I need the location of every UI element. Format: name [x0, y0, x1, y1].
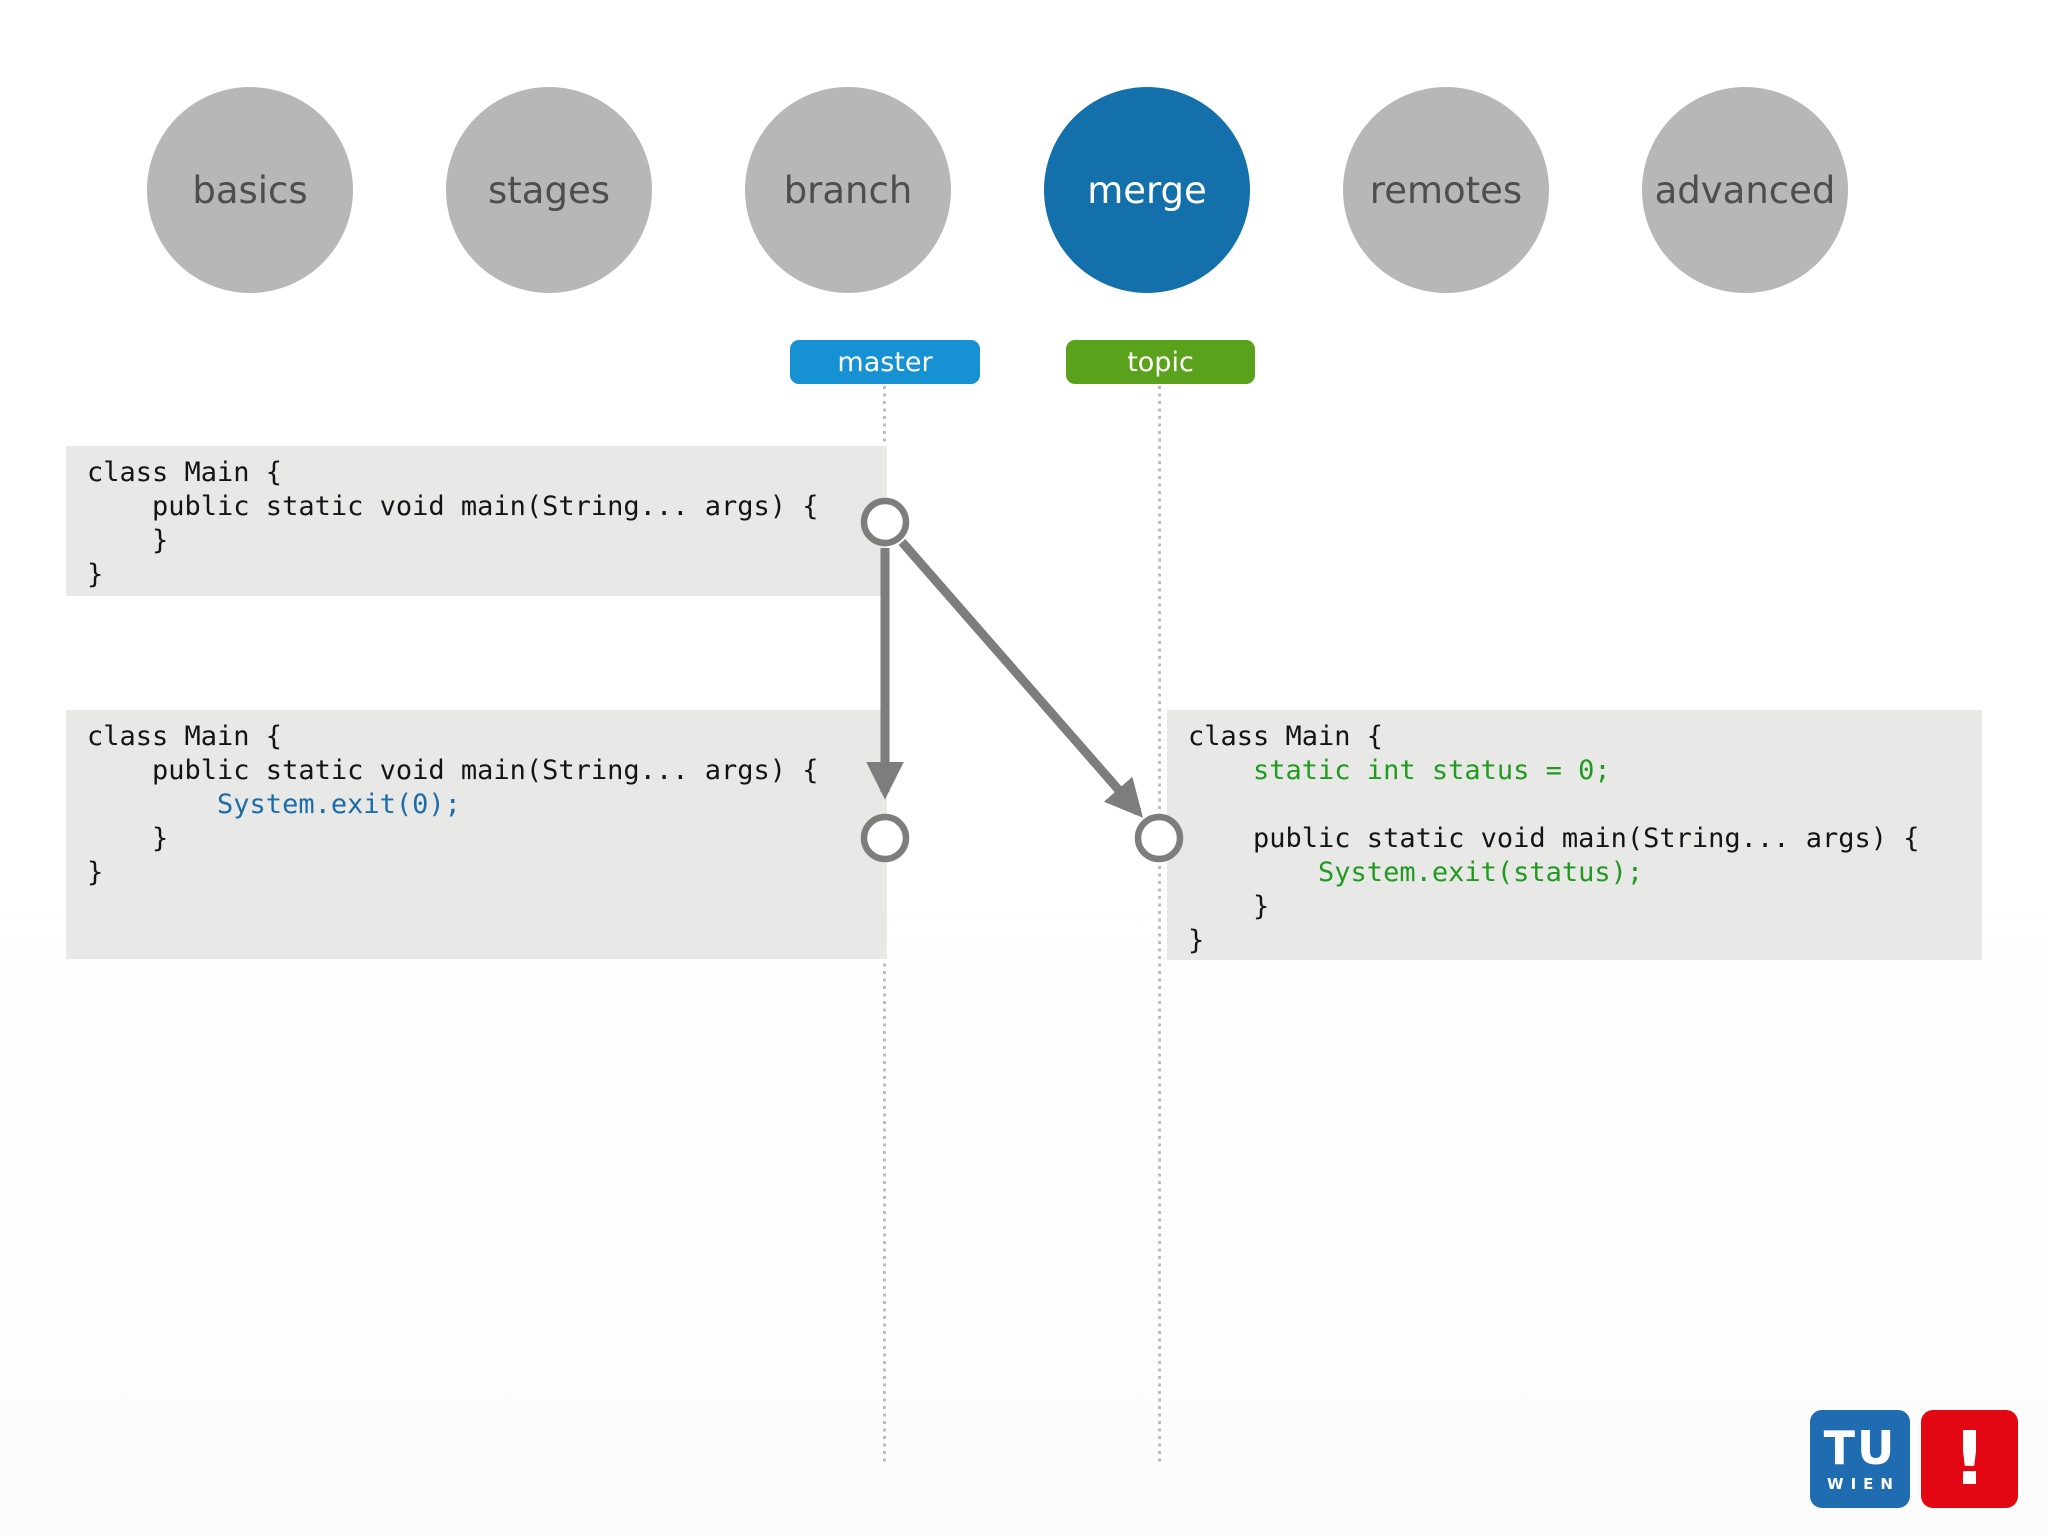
nav-item-label: branch	[783, 168, 913, 212]
code-line	[1188, 788, 1982, 822]
code-block-master-result: class Main { public static void main(Str…	[66, 710, 887, 959]
nav-item-label: remotes	[1369, 168, 1523, 212]
branch-label-text: topic	[1127, 346, 1194, 378]
code-line: public static void main(String... args) …	[87, 491, 819, 522]
nav-item-advanced[interactable]: advanced	[1642, 87, 1848, 293]
code-line: static int status = 0;	[1188, 755, 1611, 786]
code-line: System.exit(0);	[87, 789, 461, 820]
nav-item-basics[interactable]: basics	[147, 87, 353, 293]
code-line: public static void main(String... args) …	[87, 755, 819, 786]
code-line: }	[87, 823, 169, 854]
nav-item-label: stages	[488, 168, 610, 212]
nav-item-label: merge	[1087, 168, 1207, 212]
nav-item-remotes[interactable]: remotes	[1343, 87, 1549, 293]
code-line: }	[87, 857, 104, 888]
code-line: }	[1188, 925, 1205, 956]
branch-label-text: master	[837, 346, 933, 378]
nav-item-label: basics	[192, 168, 308, 212]
branch-label-topic: topic	[1066, 340, 1255, 384]
code-line: }	[87, 559, 104, 590]
code-line: class Main {	[87, 721, 283, 752]
branch-label-master: master	[790, 340, 980, 384]
nav-item-merge[interactable]: merge	[1044, 87, 1250, 293]
code-line: class Main {	[1188, 721, 1384, 752]
exclamation-logo: !	[1921, 1410, 2018, 1508]
code-line: }	[1188, 891, 1270, 922]
tu-logo-text: TU	[1823, 1421, 1897, 1475]
code-line: System.exit(status);	[1188, 857, 1644, 888]
footer-logos: TU WIEN !	[1810, 1410, 2018, 1508]
code-block-topic-result: class Main { static int status = 0; publ…	[1167, 710, 1982, 960]
nav-item-label: advanced	[1654, 168, 1836, 212]
code-line: class Main {	[87, 457, 283, 488]
branch-lifeline-topic	[1158, 386, 1161, 1462]
code-line: }	[87, 525, 169, 556]
edge-base-to-topic	[898, 539, 1143, 818]
nav-item-stages[interactable]: stages	[446, 87, 652, 293]
nav-item-branch[interactable]: branch	[745, 87, 951, 293]
code-block-initial: class Main { public static void main(Str…	[66, 446, 887, 596]
exclamation-glyph: !	[1952, 1416, 1987, 1502]
code-line: public static void main(String... args) …	[1188, 823, 1920, 854]
tu-wien-logo: TU WIEN	[1810, 1410, 1910, 1508]
tu-logo-subtext: WIEN	[1827, 1475, 1900, 1493]
